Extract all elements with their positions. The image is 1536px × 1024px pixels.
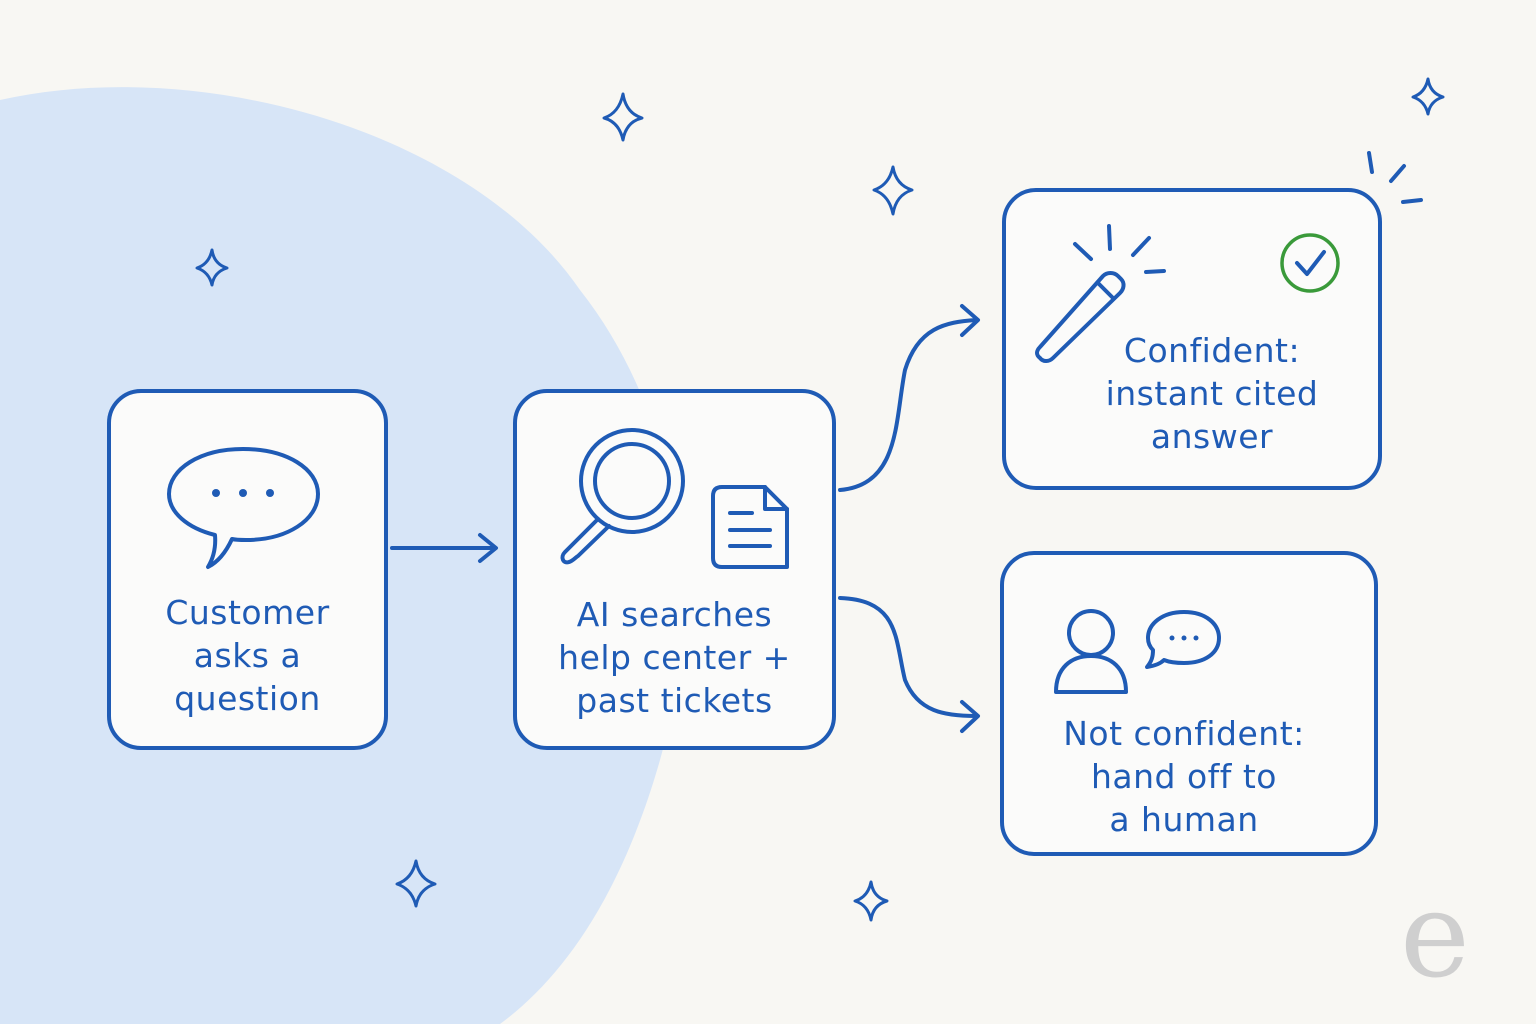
ai-search-node: AI searches help center + past tickets <box>513 389 836 750</box>
confident-answer-node: Confident: instant cited answer <box>1002 188 1382 490</box>
human-handoff-node: Not confident: hand off to a human <box>1000 551 1378 856</box>
ai-search-label: AI searches help center + past tickets <box>558 595 791 720</box>
human-handoff-label: Not confident: hand off to a human <box>1063 714 1305 839</box>
customer-question-node: Customer asks a question <box>107 389 388 750</box>
confident-answer-label: Confident: instant cited answer <box>1105 331 1319 456</box>
customer-question-label: Customer asks a question <box>165 593 330 718</box>
watermark-logo: e <box>1400 866 1470 1004</box>
